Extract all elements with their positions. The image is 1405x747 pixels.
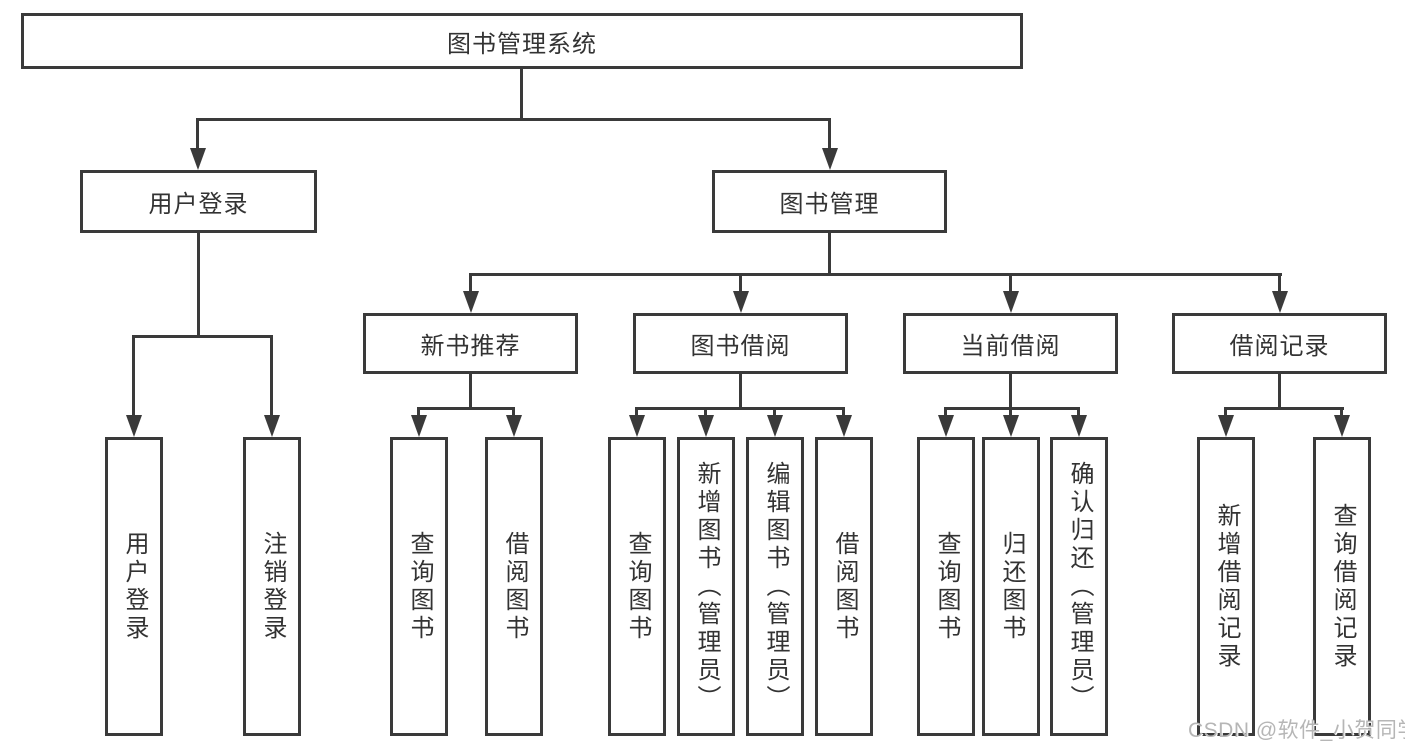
- connector-user-login-stem: [197, 233, 200, 338]
- leaf-query-books-3: 查询图书: [917, 437, 975, 736]
- connector-root-bar: [196, 118, 831, 121]
- connector-new-books-stem: [469, 374, 472, 410]
- leaf-borrow-books-1: 借阅图书: [485, 437, 543, 736]
- arrow-down-icon: [698, 415, 714, 437]
- connector-current-borrow-bar: [944, 407, 1080, 410]
- leaf-edit-books-admin: 编辑图书（管理员）: [746, 437, 804, 736]
- node-current-borrow: 当前借阅: [903, 313, 1118, 374]
- connector-to-book-mgmt: [828, 118, 831, 151]
- connector-to-book-borrow: [739, 273, 742, 293]
- connector-to-current-borrow: [1009, 273, 1012, 293]
- arrow-down-icon: [411, 415, 427, 437]
- arrow-down-icon: [1334, 415, 1350, 437]
- connector-leaf: [1077, 407, 1080, 417]
- connector-leaf: [773, 407, 776, 417]
- arrow-down-icon: [126, 415, 142, 437]
- arrow-down-icon: [463, 291, 479, 313]
- arrow-down-icon: [1218, 415, 1234, 437]
- arrow-down-icon: [506, 415, 522, 437]
- arrow-down-icon: [767, 415, 783, 437]
- node-borrow-records: 借阅记录: [1172, 313, 1387, 374]
- connector-current-borrow-stem: [1009, 374, 1012, 410]
- connector-leaf: [704, 407, 707, 417]
- leaf-add-borrow-record: 新增借阅记录: [1197, 437, 1255, 736]
- arrow-down-icon: [733, 291, 749, 313]
- connector-book-mgmt-stem: [828, 233, 831, 276]
- arrow-down-icon: [629, 415, 645, 437]
- node-root: 图书管理系统: [21, 13, 1023, 69]
- node-new-books: 新书推荐: [363, 313, 578, 374]
- connector-leaf: [1340, 407, 1343, 417]
- arrow-down-icon: [1003, 415, 1019, 437]
- leaf-query-books-2: 查询图书: [608, 437, 666, 736]
- connector-to-new-books: [469, 273, 472, 293]
- leaf-add-books-admin: 新增图书（管理员）: [677, 437, 735, 736]
- connector-leaf: [512, 407, 515, 417]
- arrow-down-icon: [264, 415, 280, 437]
- node-book-mgmt: 图书管理: [712, 170, 947, 233]
- connector-borrow-records-bar: [1224, 407, 1344, 410]
- connector-leaf: [635, 407, 638, 417]
- arrow-down-icon: [190, 148, 206, 170]
- connector-borrow-records-stem: [1278, 374, 1281, 410]
- arrow-down-icon: [1272, 291, 1288, 313]
- connector-book-borrow-bar: [635, 407, 845, 410]
- leaf-confirm-return-admin: 确认归还（管理员）: [1050, 437, 1108, 736]
- connector-to-leaf-logout: [270, 335, 273, 417]
- leaf-return-books: 归还图书: [982, 437, 1040, 736]
- arrow-down-icon: [1003, 291, 1019, 313]
- leaf-borrow-books-2: 借阅图书: [815, 437, 873, 736]
- connector-user-login-bar: [132, 335, 273, 338]
- node-book-borrow: 图书借阅: [633, 313, 848, 374]
- csdn-watermark: CSDN @软件_小贺同学: [1188, 719, 1405, 742]
- leaf-query-books-1: 查询图书: [390, 437, 448, 736]
- leaf-logout: 注销登录: [243, 437, 301, 736]
- node-user-login: 用户登录: [80, 170, 317, 233]
- arrow-down-icon: [1071, 415, 1087, 437]
- connector-leaf: [417, 407, 420, 417]
- connector-leaf: [944, 407, 947, 417]
- arrow-down-icon: [836, 415, 852, 437]
- connector-to-borrow-records: [1278, 273, 1281, 293]
- connector-to-leaf-user-login: [132, 335, 135, 417]
- leaf-user-login: 用户登录: [105, 437, 163, 736]
- connector-to-user-login: [196, 118, 199, 151]
- arrow-down-icon: [938, 415, 954, 437]
- leaf-query-borrow-record: 查询借阅记录: [1313, 437, 1371, 736]
- connector-book-mgmt-bar: [469, 273, 1282, 276]
- connector-root-stem: [520, 69, 523, 121]
- arrow-down-icon: [822, 148, 838, 170]
- connector-leaf: [1009, 407, 1012, 417]
- connector-leaf: [1224, 407, 1227, 417]
- connector-book-borrow-stem: [739, 374, 742, 410]
- connector-new-books-bar: [417, 407, 515, 410]
- connector-leaf: [842, 407, 845, 417]
